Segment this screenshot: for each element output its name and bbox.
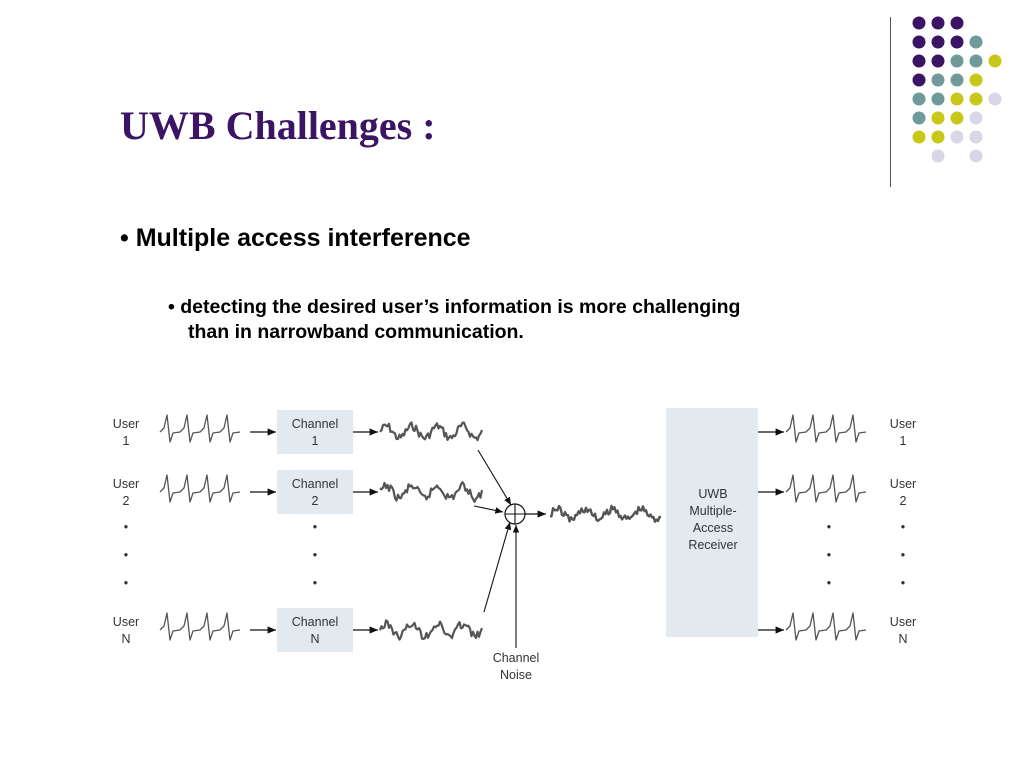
ellipsis-user-2: •: [124, 548, 128, 562]
ellipsis-output-wave-1: •: [827, 520, 831, 534]
ellipsis-output-user-2: •: [901, 548, 905, 562]
user-label-n-word: User: [113, 615, 139, 629]
channel-box-1: [277, 410, 353, 454]
sub-bullet-detecting: • detecting the desired user’s informati…: [168, 295, 868, 345]
user-label-n-index: N: [121, 632, 130, 646]
user-label-2-word: User: [113, 477, 139, 491]
channel-label-2-index: 2: [312, 494, 319, 508]
ellipsis-output-user-3: •: [901, 576, 905, 590]
channel-label-1-index: 1: [312, 434, 319, 448]
ellipsis-output-user-1: •: [901, 520, 905, 534]
received-noisy-waveform: [379, 421, 484, 442]
channel-label-2-word: Channel: [292, 477, 339, 491]
output-pulse-waveform: [785, 414, 867, 443]
output-pulse-waveform: [785, 612, 867, 641]
user-label-1-word: User: [113, 417, 139, 431]
receiver-label-line-2: Multiple-: [689, 504, 736, 518]
output-user-label-1-word: User: [890, 417, 916, 431]
output-user-label-2-index: 2: [900, 494, 907, 508]
output-pulse-waveform: [785, 474, 867, 503]
channel-label-n-index: N: [310, 632, 319, 646]
receiver-block: [666, 408, 758, 637]
arrow-pathn-to-sum: [483, 521, 512, 613]
noise-label-line-1: Channel: [493, 651, 540, 665]
sub-bullet-line-2: than in narrowband communication.: [188, 321, 524, 343]
output-user-label-n-word: User: [890, 615, 916, 629]
sub-bullet-line-1: detecting the desired user’s information…: [180, 296, 741, 318]
received-noisy-waveform: [379, 481, 484, 503]
noise-label-line-2: Noise: [500, 668, 532, 682]
ellipsis-output-wave-3: •: [827, 576, 831, 590]
user-label-1-index: 1: [123, 434, 130, 448]
ellipsis-user-3: •: [124, 576, 128, 590]
decorative-divider: [890, 17, 891, 187]
ellipsis-channel-3: •: [313, 576, 317, 590]
user-label-2-index: 2: [123, 494, 130, 508]
output-user-label-n-index: N: [898, 632, 907, 646]
combined-noisy-signal: [549, 504, 662, 523]
channel-box-2: [277, 470, 353, 514]
received-noisy-waveform: [378, 619, 484, 641]
receiver-label-line-3: Access: [693, 521, 733, 535]
channel-box-n: [277, 608, 353, 652]
bullet-multiple-access: • Multiple access interference: [120, 224, 471, 252]
channel-label-n-word: Channel: [292, 615, 339, 629]
arrow-path2-to-sum: [473, 505, 504, 514]
receiver-label-line-4: Receiver: [688, 538, 737, 552]
user-pulse-waveform: [159, 414, 241, 443]
ellipsis-channel-2: •: [313, 548, 317, 562]
output-user-label-1-index: 1: [900, 434, 907, 448]
arrow-path1-to-sum: [477, 449, 512, 506]
summing-junction: [504, 503, 526, 525]
receiver-label-line-1: UWB: [698, 487, 727, 501]
slide-title: UWB Challenges :: [120, 103, 436, 148]
bullet-text: Multiple access interference: [135, 224, 471, 252]
ellipsis-output-wave-2: •: [827, 548, 831, 562]
ellipsis-channel-1: •: [313, 520, 317, 534]
output-user-label-2-word: User: [890, 477, 916, 491]
channel-label-1-word: Channel: [292, 417, 339, 431]
user-pulse-waveform: [159, 474, 241, 503]
ellipsis-user-1: •: [124, 520, 128, 534]
user-pulse-waveform: [159, 612, 241, 641]
